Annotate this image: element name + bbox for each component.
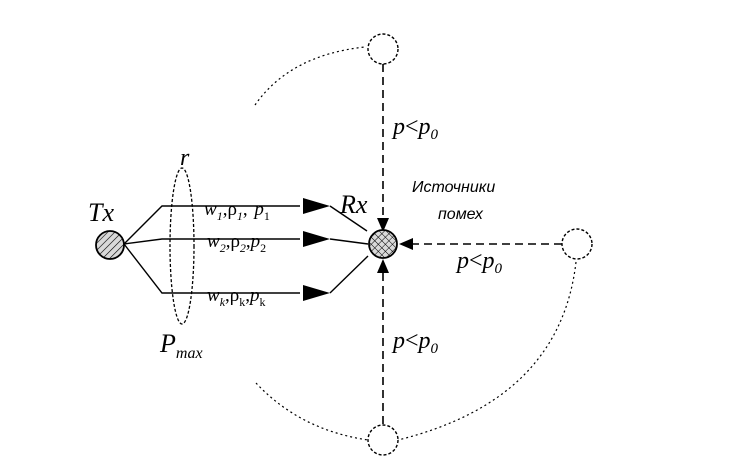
interference-sources-line1: Источники xyxy=(412,179,495,196)
rx-link-1-line xyxy=(329,205,368,232)
right-interference-arrowhead xyxy=(399,238,413,250)
rx-link-2-line xyxy=(329,238,369,245)
interference-sources-line2: помех xyxy=(438,206,484,223)
tx-link-k-line xyxy=(123,243,300,294)
r-label: r xyxy=(180,145,190,171)
link-1-label: w1,ρ1, p1 xyxy=(204,199,270,223)
bottom-interference-label: p<p0 xyxy=(391,328,439,357)
interferer-node-top xyxy=(367,33,399,65)
interferer-node-right xyxy=(561,228,593,260)
rx-label: Rx xyxy=(339,190,368,219)
power-constraint-ellipse xyxy=(169,167,195,325)
tx-link-2-line xyxy=(123,238,300,245)
lower-dotted-arc xyxy=(255,382,369,441)
link-k-label: wk,ρk,pk xyxy=(207,285,266,309)
tx-node xyxy=(95,230,125,260)
rx-node xyxy=(368,229,398,259)
link-2-label: w2,ρ2,p2 xyxy=(207,231,266,255)
link-1-arrowhead xyxy=(303,198,330,214)
top-interference-label: p<p0 xyxy=(391,114,439,143)
right-interference-label: p<p0 xyxy=(455,248,503,277)
rx-link-k-line xyxy=(329,255,369,294)
top-interference-arrowhead xyxy=(377,218,389,232)
link-k-arrowhead xyxy=(303,285,330,301)
interferer-node-bottom xyxy=(367,424,399,456)
upper-dotted-arc xyxy=(254,46,366,106)
link-2-arrowhead xyxy=(303,231,330,247)
pmax-label: Pmax xyxy=(159,329,203,362)
bottom-interference-arrowhead xyxy=(377,259,389,273)
tx-label: Tx xyxy=(88,198,114,227)
tx-link-1-line xyxy=(123,205,300,245)
